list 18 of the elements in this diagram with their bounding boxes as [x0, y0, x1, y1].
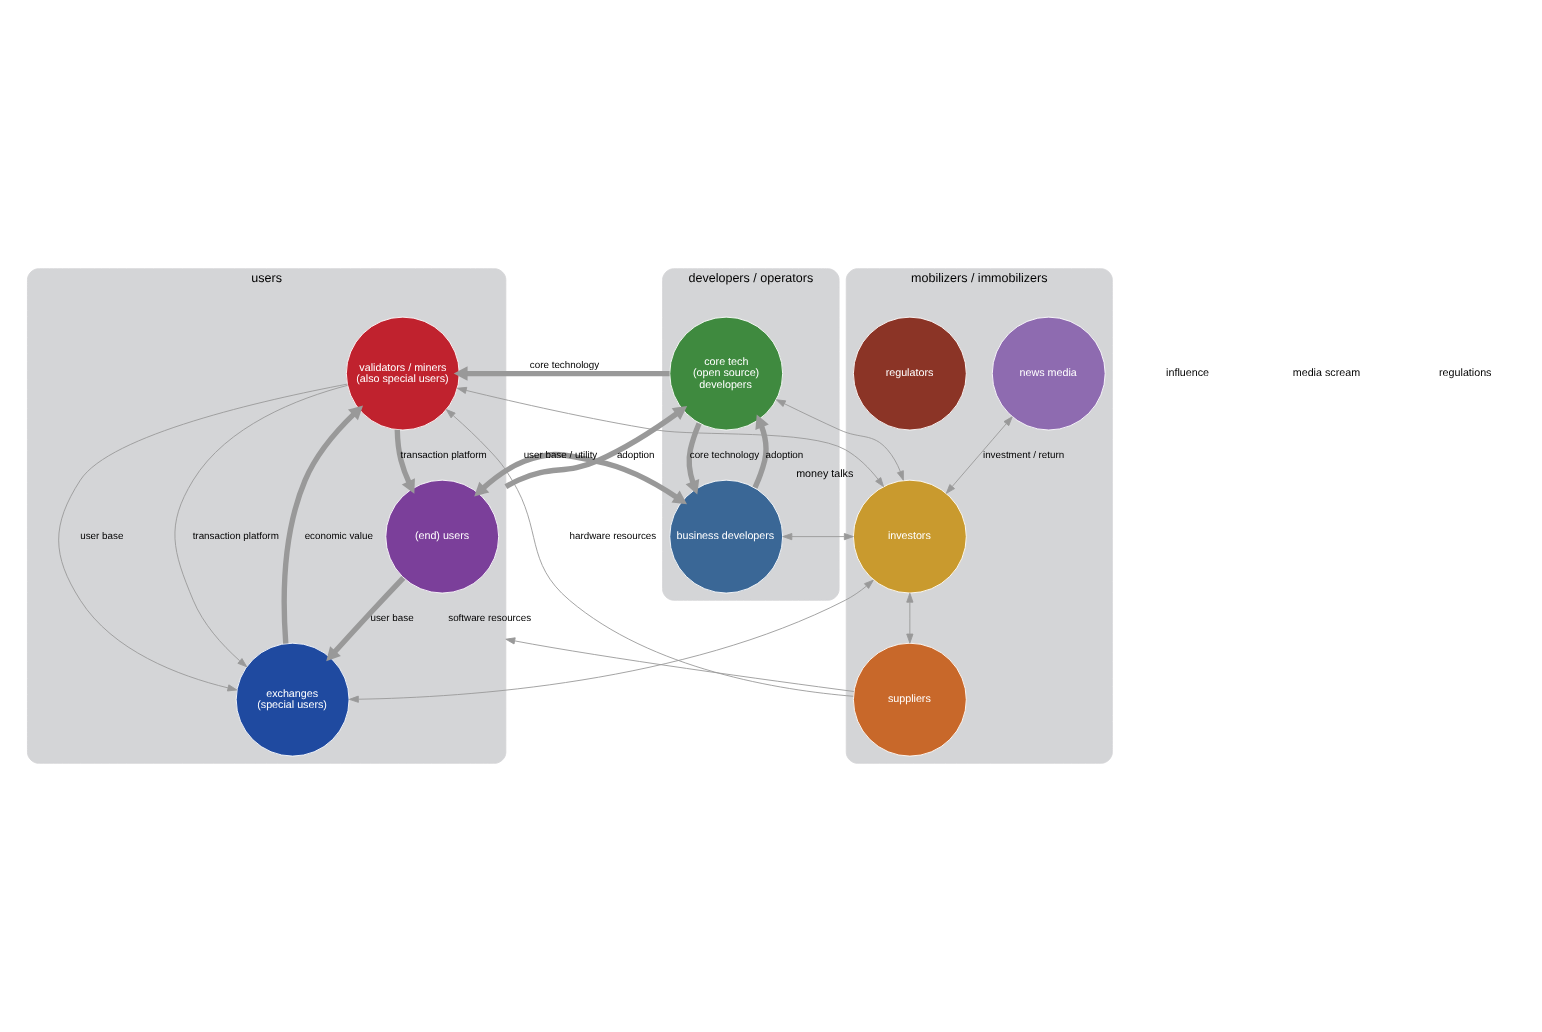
arrow [505, 637, 855, 692]
arrow [174, 384, 349, 668]
arrow [348, 579, 874, 703]
arrow [394, 429, 415, 494]
arrow [752, 414, 769, 489]
arrow [906, 592, 914, 644]
arrow [685, 422, 702, 495]
arrow [456, 386, 884, 488]
arrow [775, 399, 904, 481]
arrow [58, 383, 348, 692]
arrow [945, 416, 1013, 494]
arrow [474, 451, 688, 505]
arrow [782, 533, 854, 541]
arrow [281, 405, 364, 644]
arrow [453, 366, 670, 381]
arrow [445, 409, 854, 697]
arrow [504, 405, 688, 490]
arrow [326, 576, 406, 662]
